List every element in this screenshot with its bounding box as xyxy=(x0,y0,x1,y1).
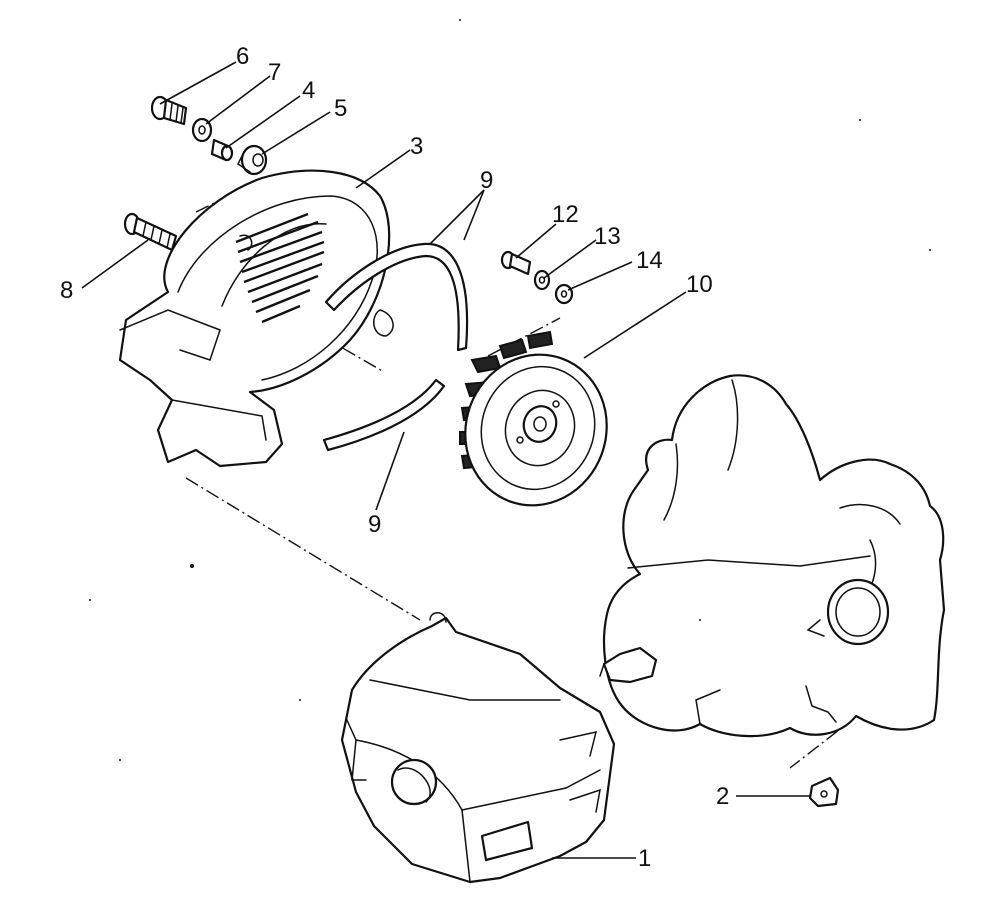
label-part-12: 12 xyxy=(552,201,579,228)
label-part-2: 2 xyxy=(716,783,729,810)
label-part-14: 14 xyxy=(636,247,663,274)
label-part-6: 6 xyxy=(236,43,249,70)
lock-washer-13 xyxy=(533,269,551,291)
fan-housing-3 xyxy=(118,169,394,468)
label-part-10: 10 xyxy=(686,271,713,298)
label-part-3: 3 xyxy=(410,133,423,160)
label-part-13: 13 xyxy=(594,223,621,250)
part-labels: 6 7 4 5 3 8 9 9 12 13 14 10 1 2 xyxy=(60,43,729,872)
grommet-5 xyxy=(237,144,268,176)
collar-4 xyxy=(210,138,234,162)
screw-8 xyxy=(123,212,178,252)
label-part-7: 7 xyxy=(268,59,281,86)
flywheel-10 xyxy=(459,330,608,507)
label-part-5: 5 xyxy=(334,95,347,122)
tube-9-upper xyxy=(324,242,469,352)
clip-2 xyxy=(808,776,840,808)
label-part-9-lower: 9 xyxy=(368,511,381,538)
scan-speckles xyxy=(89,19,931,761)
label-part-4: 4 xyxy=(302,77,315,104)
cylinder-shroud-1 xyxy=(340,612,616,884)
washer-14 xyxy=(554,283,574,305)
bolt-12 xyxy=(500,250,532,276)
leader-lines xyxy=(81,61,810,859)
label-part-8: 8 xyxy=(60,277,73,304)
engine-block xyxy=(599,374,946,738)
label-part-1: 1 xyxy=(638,845,651,872)
screw-6 xyxy=(150,95,188,126)
tube-9-lower xyxy=(322,378,446,452)
label-part-9-upper: 9 xyxy=(480,167,493,194)
spark-plug-icon xyxy=(599,646,658,684)
fan-grille-icon xyxy=(235,212,325,324)
